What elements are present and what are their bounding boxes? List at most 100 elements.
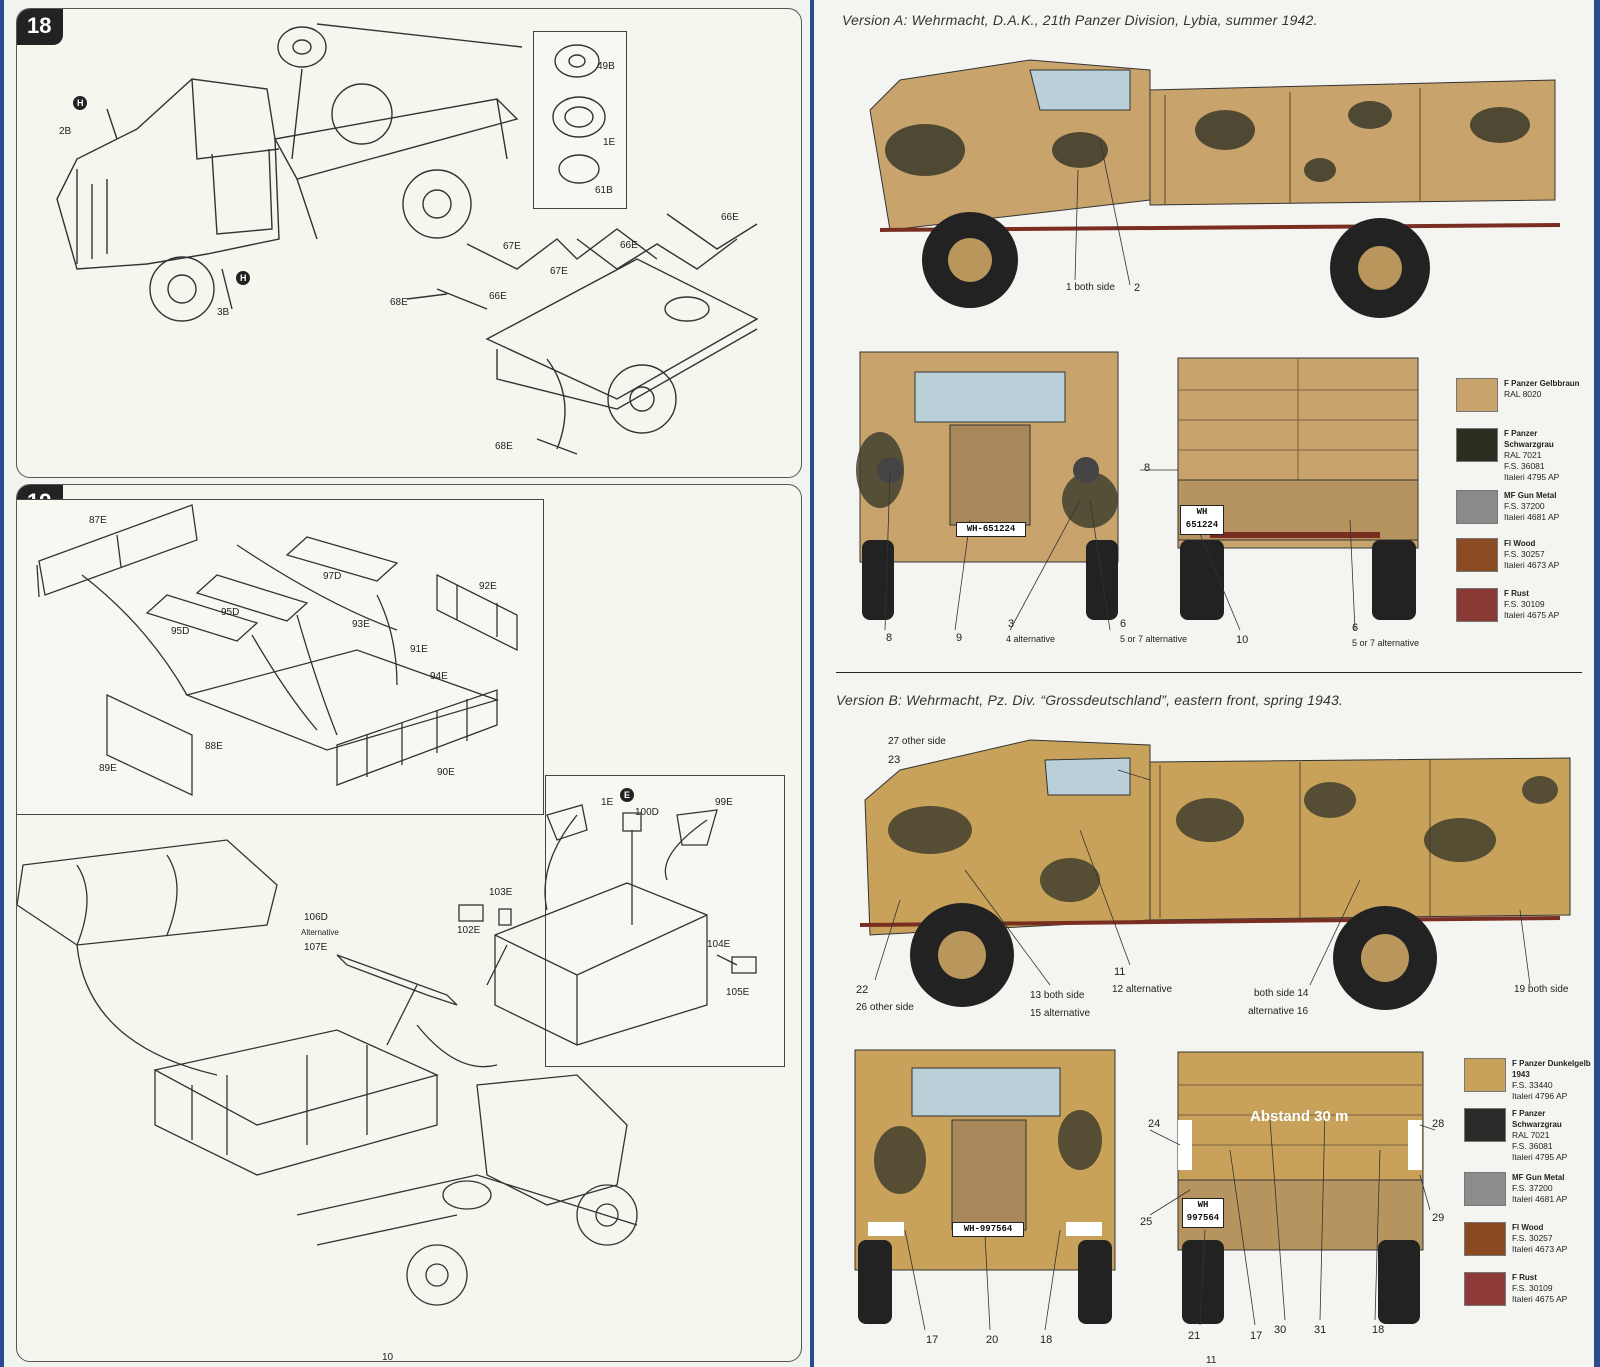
part-label: 105E [726,987,750,998]
swatch-name: F Panzer Gelbbraun [1504,379,1580,388]
callout: 21 [1188,1330,1201,1342]
callout: 9 [956,632,963,644]
callout: 18 [1040,1334,1053,1346]
callout: 4 alternative [1006,634,1056,644]
version-a-rear-view [1177,357,1419,620]
callout: 3 [1008,618,1015,630]
rear-plate-a-line1: WH [1196,507,1208,517]
part-label: 92E [479,581,497,592]
swatch-name: F Rust [1504,589,1529,598]
swatch-color [1456,428,1498,462]
version-a-title: Version A: Wehrmacht, D.A.K., 21th Panze… [842,12,1318,28]
swatch-code: F.S. 30109 [1512,1283,1553,1293]
step-18-drawing: H H [56,23,759,455]
callout: 10 [1236,634,1249,646]
version-a-side-view [869,59,1561,318]
part-label: 93E [352,619,370,630]
body-sides-box [17,499,544,815]
callout: 28 [1432,1118,1445,1130]
callout: 25 [1140,1216,1153,1228]
rear-plate-b: WH 997564 [1182,1198,1224,1228]
rear-plate-b-line2: 997564 [1186,1213,1220,1223]
swatch-color [1464,1108,1506,1142]
swatch-code: Italeri 4795 AP [1512,1152,1568,1162]
part-label: 107E [304,942,328,953]
callout: 6 [1352,622,1359,634]
swatch-code: F.S. 36081 [1504,461,1545,471]
callout: 6 [1120,618,1127,630]
callout: 5 or 7 alternative [1352,638,1420,648]
swatch-name: Fl Wood [1512,1223,1544,1232]
version-b-side-view [859,739,1571,1010]
callout: 5 or 7 alternative [1120,634,1188,644]
rear-plate-a-line2: 651224 [1185,520,1219,530]
swatch-code: F.S. 30109 [1504,599,1545,609]
swatch-code: Italeri 4795 AP [1504,472,1560,482]
swatch-name: MF Gun Metal [1504,491,1557,500]
part-label: 95D [171,626,190,637]
swatch-code: F.S. 37200 [1512,1183,1553,1193]
version-b-rear-view [1177,1051,1424,1324]
swatch-color [1464,1058,1506,1092]
part-label: 66E [721,212,739,223]
callout: 17 [926,1334,939,1346]
part-label: 3B [217,307,230,318]
version-b-front-view [854,1049,1116,1324]
swatch-code: F.S. 30257 [1512,1233,1553,1243]
rear-plate-a: WH 651224 [1180,505,1224,535]
swatch-code: RAL 7021 [1504,450,1542,460]
swatch-code: Italeri 4673 AP [1504,560,1560,570]
part-label: 102E [457,925,481,936]
swatch-color [1456,490,1498,524]
part-label: Alternative [301,928,339,937]
rear-plate-b-line1: WH [1197,1200,1209,1210]
part-label: 66E [620,240,638,251]
callout: alternative 16 [1248,1006,1309,1017]
part-label: 1E [601,797,614,808]
part-label: 66E [489,291,507,302]
callout: 19 both side [1514,984,1569,995]
callout: 31 [1314,1324,1327,1336]
marker-h-1: H [77,98,84,108]
swatch-color [1456,588,1498,622]
part-label: 68E [390,297,408,308]
swatch-code: F.S. 37200 [1504,501,1545,511]
callout: 23 [888,754,901,766]
callout: 1 both side [1066,282,1115,293]
swatch-name: F Panzer Schwarzgrau [1504,429,1554,449]
part-label: 104E [707,939,731,950]
part-label: 91E [410,644,428,655]
step-18-panel: 18 [16,8,802,478]
callout: both side 14 [1254,988,1309,999]
swatch-name: Fl Wood [1504,539,1536,548]
swatch-color [1456,378,1498,412]
page-number-right: 11 [1206,1355,1217,1366]
callout: 13 both side [1030,990,1085,1001]
swatch-code: RAL 7021 [1512,1130,1550,1140]
callout: 27 other side [888,736,946,747]
callout: 15 alternative [1030,1008,1091,1019]
swatch-code: Italeri 4675 AP [1512,1294,1568,1304]
callout: 2 [1134,282,1141,294]
callout: 18 [1372,1324,1385,1336]
swatch-code: Italeri 4675 AP [1504,610,1560,620]
callout: 8 [886,632,893,644]
callout: 20 [986,1334,999,1346]
part-label: 100D [635,807,659,818]
part-label: 87E [89,515,107,526]
version-a-front-view [856,351,1119,620]
swatch-name: F Panzer Schwarzgrau [1512,1109,1562,1129]
swatch-code: RAL 8020 [1504,389,1542,399]
callout: 26 other side [856,1002,914,1013]
part-label: 89E [99,763,117,774]
version-divider [836,672,1582,673]
swatch-code: Italeri 4681 AP [1504,512,1560,522]
part-label: 2B [59,126,72,137]
